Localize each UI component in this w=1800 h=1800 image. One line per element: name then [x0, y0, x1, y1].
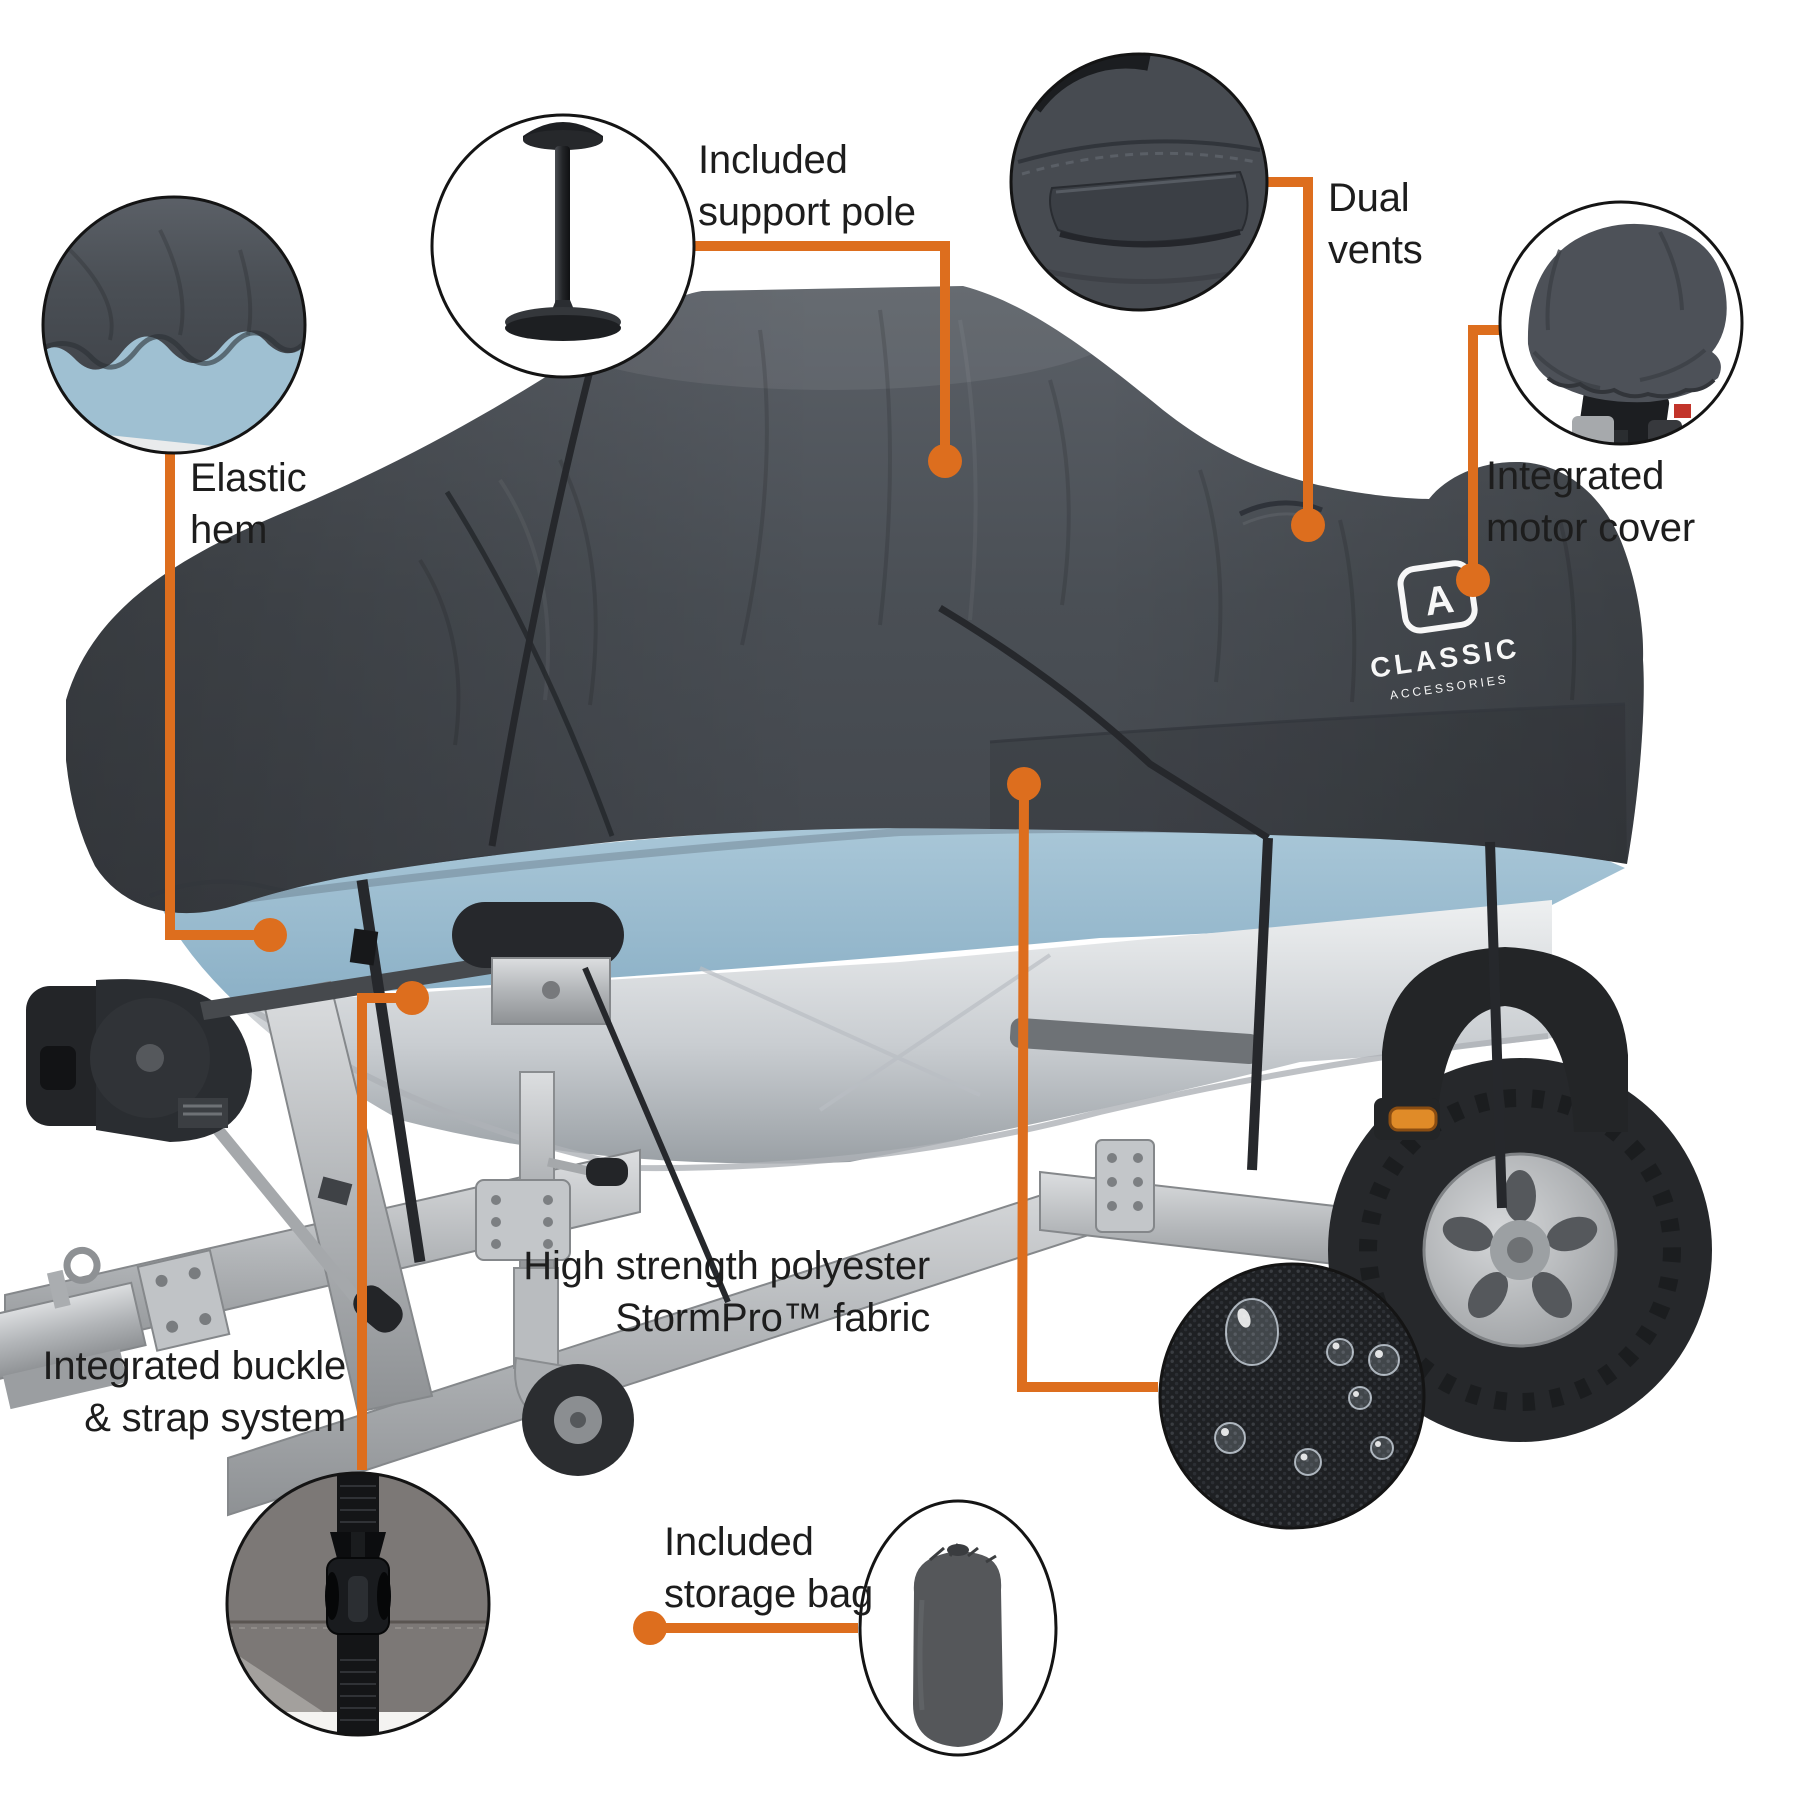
logo-monogram: A [1422, 577, 1457, 625]
storage-bag-label-line1: Included [664, 1520, 814, 1564]
buckle-icon [325, 1532, 391, 1635]
hull-white [238, 900, 1552, 1164]
fabric-label: High strength polyester StormPro™ fabric [380, 1240, 930, 1344]
fabric-detail-circle [1158, 1262, 1426, 1530]
hull-keel-shadow [248, 1005, 1549, 1172]
buckle-strap-dot [395, 981, 429, 1015]
motor-cover-label-line1: Integrated [1486, 454, 1665, 498]
support-pole-detail-circle [430, 113, 696, 379]
motor-cover-label-line2: motor cover [1486, 506, 1695, 550]
storage-bag-dot [633, 1611, 667, 1645]
trailer [0, 902, 1712, 1517]
buckle-strap-label: Integrated buckle & strap system [0, 1340, 347, 1444]
buckle-strap-detail-circle [225, 1471, 491, 1737]
storage-bag-icon [913, 1543, 1003, 1747]
storage-bag-detail-circle [858, 1499, 1058, 1757]
marker-light-icon [1388, 1106, 1438, 1132]
dual-vents-connector [1264, 177, 1313, 518]
fabric-label-line1: High strength polyester [523, 1244, 930, 1288]
buckle-strap-label-line1: Integrated buckle [42, 1344, 347, 1388]
buckle-strap-connector [357, 993, 404, 1470]
winch-post-label [317, 1176, 353, 1206]
fender [1382, 947, 1628, 1134]
motor-cover-detail-circle [1498, 200, 1744, 446]
trailer-hitch [0, 1246, 231, 1410]
dual-vents-label-line1: Dual [1328, 176, 1410, 220]
support-pole-connector [692, 241, 950, 455]
motor-cover-connector [1468, 325, 1500, 574]
elastic-hem-label: Elastic hem [190, 452, 307, 556]
dual-vents-label-line2: vents [1328, 228, 1423, 272]
trailer-bunk [1009, 1017, 1261, 1065]
dual-vents-label: Dual vents [1328, 172, 1423, 276]
water-droplets-icon [1214, 1298, 1400, 1476]
elastic-hem-label-line1: Elastic [190, 456, 307, 500]
elastic-hem-label-line2: hem [190, 508, 268, 552]
rim-slots [1442, 1170, 1598, 1319]
support-pole-label: Included support pole [698, 134, 916, 238]
hull-panel-line [699, 953, 1052, 1112]
elastic-hem-detail-circle [41, 195, 307, 455]
winch-handle [205, 1116, 377, 1322]
support-pole-icon [505, 122, 621, 341]
trailer-bracket-plate [1095, 1139, 1155, 1233]
bracket-holes [1107, 1153, 1143, 1211]
storage-bag-label-line2: storage bag [664, 1572, 874, 1616]
bow-roller [452, 902, 624, 968]
fabric-connector [1016, 789, 1158, 1392]
support-pole-label-line1: Included [698, 138, 848, 182]
motor-cover-dot [1456, 563, 1490, 597]
support-pole-dot [928, 444, 962, 478]
buckle-strap-label-line2: & strap system [84, 1396, 346, 1440]
strap-buckle-knot [349, 928, 379, 966]
storage-bag-label: Included storage bag [664, 1516, 873, 1620]
elastic-hem-connector [165, 450, 262, 940]
bow-roller-bracket [491, 957, 611, 1025]
winch [26, 979, 252, 1142]
dual-vents-dot [1291, 508, 1325, 542]
elastic-hem-dot [253, 918, 287, 952]
motor-cover-label: Integrated motor cover [1486, 450, 1695, 554]
fabric-dot [1007, 767, 1041, 801]
fabric-label-line2: StormPro™ fabric [615, 1296, 930, 1340]
tongue-jack [475, 1071, 634, 1476]
support-pole-label-line2: support pole [698, 190, 916, 234]
trailer-wheel [1328, 1058, 1712, 1442]
callout-connectors [165, 177, 1500, 1645]
dual-vents-detail-circle [1009, 52, 1269, 312]
